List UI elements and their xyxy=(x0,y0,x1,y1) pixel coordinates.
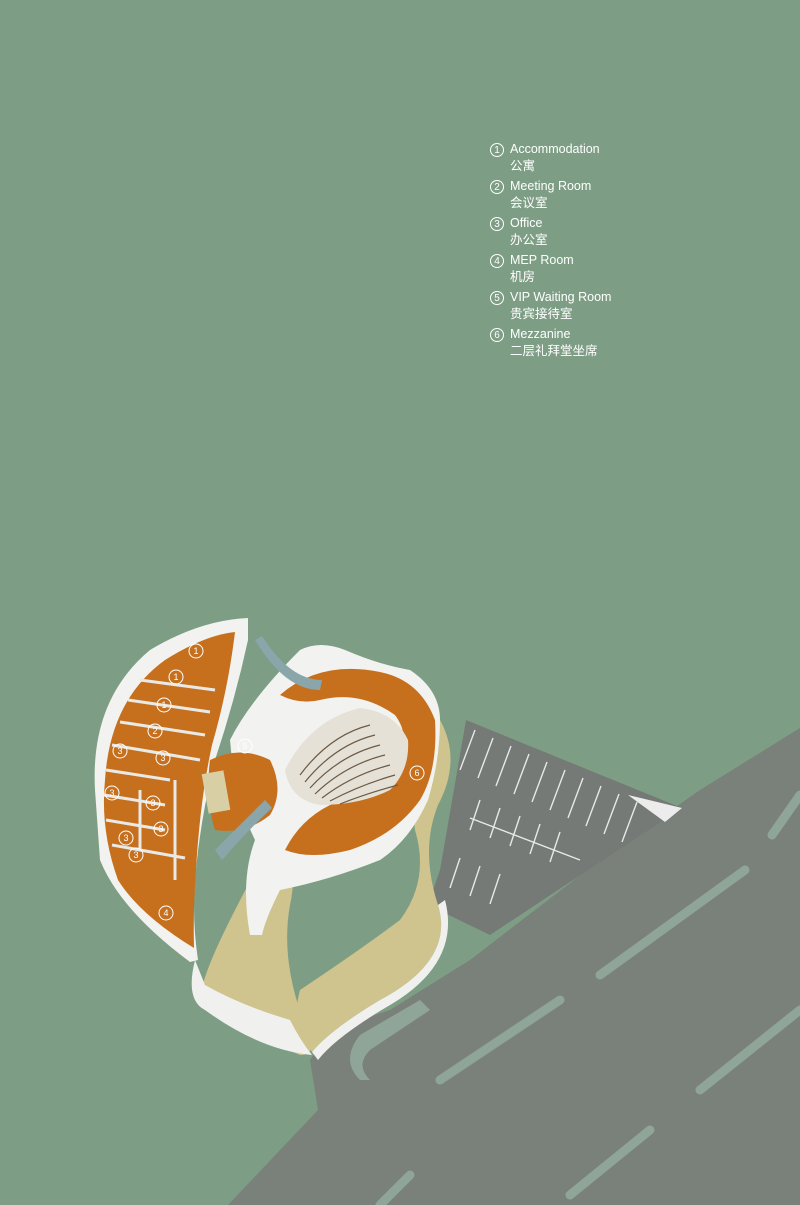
legend-number: 1 xyxy=(490,143,504,157)
marker-office-2: 3 xyxy=(155,750,171,766)
legend-number: 4 xyxy=(490,254,504,268)
interior-walls xyxy=(103,678,216,880)
legend-label-zh: 贵宾接待室 xyxy=(510,307,573,321)
svg-text:3: 3 xyxy=(117,746,122,756)
legend-number: 3 xyxy=(490,217,504,231)
legend: 1 Accommodation 公寓 2 Meeting Room 会议室 3 … xyxy=(490,141,690,363)
marker-mep-room: 4 xyxy=(158,905,174,921)
svg-text:6: 6 xyxy=(414,768,419,778)
lane-markings xyxy=(375,790,800,1205)
marker-accommodation-1: 1 xyxy=(188,643,204,659)
svg-text:3: 3 xyxy=(158,824,163,834)
marker-meeting-room: 2 xyxy=(147,723,163,739)
room-markers: 1 1 1 2 3 3 3 3 3 3 3 4 5 6 xyxy=(104,643,425,921)
road-island xyxy=(350,1000,430,1080)
marker-office-6: 3 xyxy=(153,821,169,837)
legend-label-zh: 会议室 xyxy=(510,196,548,210)
svg-text:1: 1 xyxy=(173,672,178,682)
seating-rows xyxy=(299,724,399,805)
marker-vip-waiting-room: 5 xyxy=(237,738,253,754)
svg-text:3: 3 xyxy=(160,753,165,763)
legend-number: 2 xyxy=(490,180,504,194)
parking-lines xyxy=(449,729,638,905)
legend-number: 5 xyxy=(490,291,504,305)
legend-item-meeting-room: 2 Meeting Room 会议室 xyxy=(490,178,690,212)
legend-number: 6 xyxy=(490,328,504,342)
legend-label-en: Meeting Room xyxy=(510,179,592,193)
svg-text:1: 1 xyxy=(193,646,198,656)
marker-accommodation-3: 1 xyxy=(156,697,172,713)
marker-office-5: 3 xyxy=(118,830,134,846)
legend-label-en: Accommodation xyxy=(510,142,600,156)
svg-text:1: 1 xyxy=(161,700,166,710)
legend-label-zh: 二层礼拜堂坐席 xyxy=(510,344,598,358)
marker-office-3: 3 xyxy=(104,785,120,801)
ramps xyxy=(191,720,451,1060)
svg-text:3: 3 xyxy=(133,850,138,860)
marker-mezzanine: 6 xyxy=(409,765,425,781)
svg-text:4: 4 xyxy=(163,908,168,918)
legend-item-mep-room: 4 MEP Room 机房 xyxy=(490,252,690,286)
marker-office-7: 3 xyxy=(128,847,144,863)
legend-label-zh: 机房 xyxy=(510,270,536,284)
svg-text:3: 3 xyxy=(123,833,128,843)
svg-text:5: 5 xyxy=(242,741,247,751)
legend-label-en: MEP Room xyxy=(510,253,574,267)
marker-office-4: 3 xyxy=(145,795,161,811)
legend-item-mezzanine: 6 Mezzanine 二层礼拜堂坐席 xyxy=(490,326,690,360)
legend-item-office: 3 Office 办公室 xyxy=(490,215,690,249)
legend-label-en: Office xyxy=(510,216,543,230)
legend-label-zh: 公寓 xyxy=(510,159,536,173)
legend-label-zh: 办公室 xyxy=(510,233,548,247)
parking-lot xyxy=(428,720,682,935)
svg-text:3: 3 xyxy=(150,798,155,808)
road xyxy=(228,728,800,1205)
svg-text:2: 2 xyxy=(152,726,157,736)
legend-label-en: Mezzanine xyxy=(510,327,571,341)
legend-label-en: VIP Waiting Room xyxy=(510,290,612,304)
marker-office-1: 3 xyxy=(112,743,128,759)
legend-item-vip-waiting-room: 5 VIP Waiting Room 贵宾接待室 xyxy=(490,289,690,323)
legend-item-accommodation: 1 Accommodation 公寓 xyxy=(490,141,690,175)
marker-accommodation-2: 1 xyxy=(168,669,184,685)
svg-text:3: 3 xyxy=(109,788,114,798)
building xyxy=(94,618,440,962)
